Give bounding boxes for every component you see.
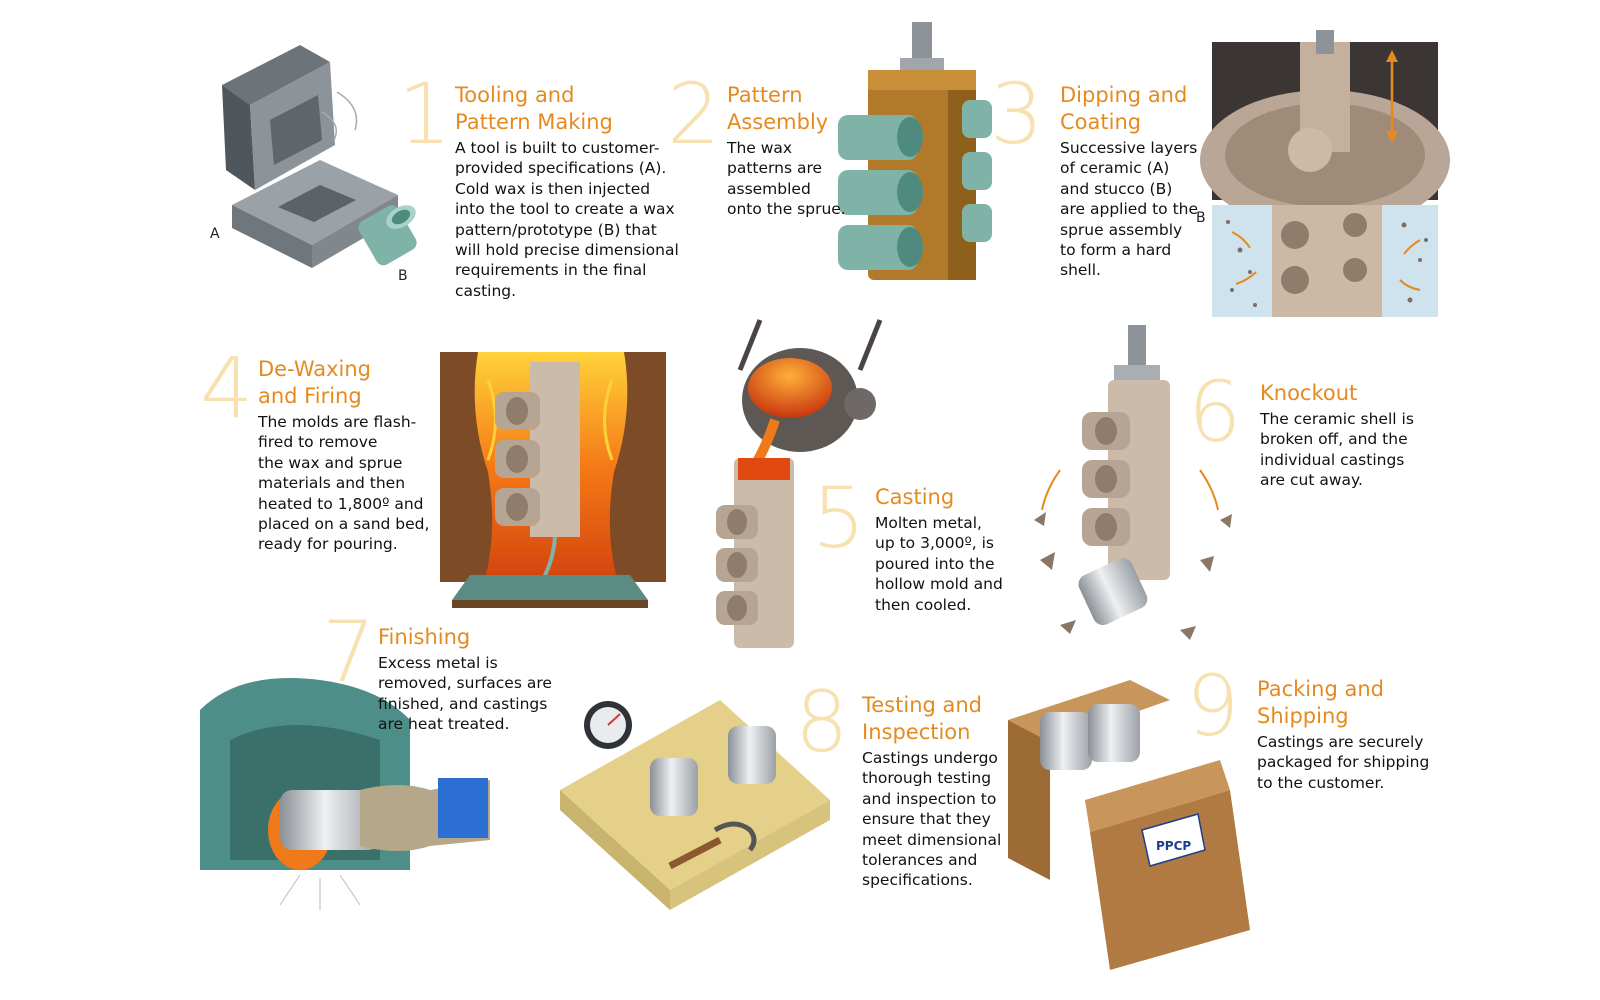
step-9: Packing and Shipping Castings are secure… <box>1257 676 1447 793</box>
step-1-body: A tool is built to customer- provided sp… <box>455 139 679 300</box>
step-2-title: Pattern Assembly <box>727 83 829 134</box>
stucco-coat-illustration <box>1212 205 1438 317</box>
step-4: De-Waxing and Firing The molds are flash… <box>258 356 438 555</box>
step-5-number: 5 <box>812 469 866 567</box>
step-4-number: 4 <box>200 339 254 437</box>
step-9-body: Castings are securely packaged for shipp… <box>1257 733 1430 792</box>
finishing-grinder-illustration <box>200 678 490 910</box>
shipping-box-illustration: PPCP <box>1008 680 1250 970</box>
step-5-body: Molten metal, up to 3,000º, is poured in… <box>875 514 1003 614</box>
step-6: Knockout The ceramic shell is broken off… <box>1260 380 1440 491</box>
coat-label-b: B <box>1196 210 1206 226</box>
step-7: Finishing Excess metal is removed, surfa… <box>378 624 563 735</box>
step-8-number: 8 <box>795 673 849 771</box>
coat-label-a: A <box>1196 88 1206 104</box>
step-2-body: The wax patterns are assembled onto the … <box>727 139 846 219</box>
step-4-body: The molds are flash- fired to remove the… <box>258 413 430 554</box>
step-9-number: 9 <box>1186 657 1240 755</box>
tool-mold-illustration <box>222 45 398 268</box>
step-8-body: Castings undergo thorough testing and in… <box>862 749 1002 890</box>
step-3-title: Dipping and Coating <box>1060 83 1188 134</box>
wax-pattern-illustration <box>358 205 417 266</box>
step-5-title: Casting <box>875 485 955 509</box>
tool-label-a: A <box>210 226 220 242</box>
step-2: Pattern Assembly The wax patterns are as… <box>727 82 887 220</box>
ppcp-logo-text: PPCP <box>1156 839 1191 853</box>
step-6-title: Knockout <box>1260 381 1358 405</box>
step-6-body: The ceramic shell is broken off, and the… <box>1260 410 1414 490</box>
step-8: Testing and Inspection Castings undergo … <box>862 692 1032 891</box>
step-7-number: 7 <box>322 603 376 701</box>
knockout-illustration <box>1034 325 1232 640</box>
step-3: Dipping and Coating Successive layers of… <box>1060 82 1230 281</box>
tool-label-b: B <box>398 268 408 284</box>
dewax-furnace-illustration <box>440 352 666 608</box>
casting-ladle-illustration <box>716 319 883 648</box>
step-2-number: 2 <box>667 65 721 163</box>
step-5: Casting Molten metal, up to 3,000º, is p… <box>875 484 1025 615</box>
step-4-title: De-Waxing and Firing <box>258 357 372 408</box>
step-3-body: Successive layers of ceramic (A) and stu… <box>1060 139 1199 280</box>
sprue-assembly-illustration <box>838 22 992 280</box>
step-3-number: 3 <box>990 65 1044 163</box>
ceramic-dip-illustration <box>1200 30 1450 230</box>
inspection-bench-illustration <box>560 700 830 910</box>
step-9-title: Packing and Shipping <box>1257 677 1384 728</box>
step-1: Tooling and Pattern Making A tool is bui… <box>455 82 695 301</box>
step-1-title: Tooling and Pattern Making <box>455 83 613 134</box>
step-7-title: Finishing <box>378 625 471 649</box>
step-1-number: 1 <box>398 65 452 163</box>
step-6-number: 6 <box>1188 363 1242 461</box>
step-7-body: Excess metal is removed, surfaces are fi… <box>378 654 552 734</box>
step-8-title: Testing and Inspection <box>862 693 983 744</box>
